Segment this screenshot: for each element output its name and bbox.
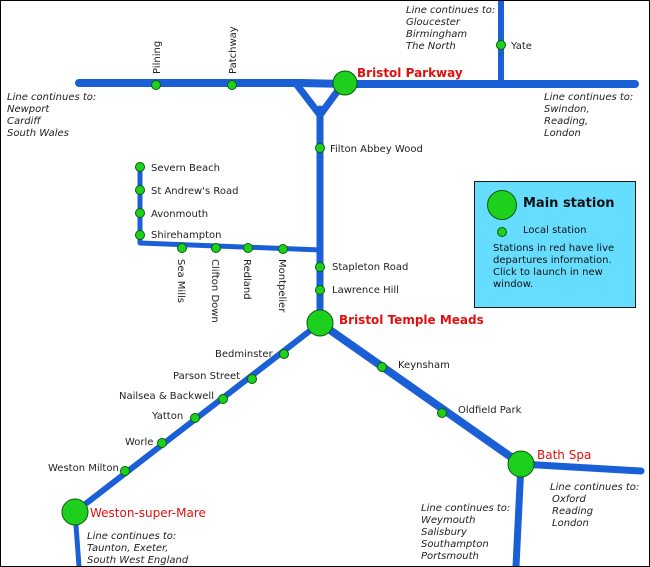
station-dot-oldfield-park — [437, 408, 447, 418]
station-dot-st-andrews-road — [135, 185, 145, 195]
continuation-bath-east-line-2: Oxford — [552, 494, 587, 505]
continuation-west-line-3: Cardiff — [7, 116, 42, 127]
continuation-bath-south-line-5: Portsmouth — [421, 551, 479, 562]
station-label-weston-milton: Weston Milton — [48, 463, 119, 474]
station-dot-filton-abbey-wood — [315, 143, 325, 153]
main-label-bristol-temple-meads[interactable]: Bristol Temple Meads — [339, 313, 484, 327]
continuation-east-line-1: Line continues to: — [544, 92, 633, 103]
continuation-bath-south-line-4: Southampton — [421, 539, 489, 550]
station-dot-shirehampton — [135, 230, 145, 240]
station-label-st-andrews-road: St Andrew's Road — [151, 186, 238, 197]
station-dot-lawrence-hill — [315, 285, 325, 295]
main-label-weston-super-mare[interactable]: Weston-super-Mare — [90, 506, 206, 520]
station-dot-worle — [157, 438, 167, 448]
station-label-oldfield-park: Oldfield Park — [458, 405, 522, 416]
continuation-weston-south-line-3: South West England — [87, 555, 189, 566]
station-label-severn-beach: Severn Beach — [151, 163, 220, 174]
continuation-west-line-1: Line continues to: — [7, 92, 96, 103]
main-station-labels: Bristol Parkway Bristol Temple Meads Bat… — [90, 66, 591, 520]
station-label-pilning: Pilning — [152, 41, 163, 74]
legend-main-label: Main station — [523, 196, 615, 211]
station-label-stapleton-road: Stapleton Road — [332, 262, 408, 273]
station-label-avonmouth: Avonmouth — [151, 209, 208, 220]
continuation-bath-east-line-1: Line continues to: — [550, 482, 639, 493]
continuation-north-line-4: The North — [406, 41, 456, 52]
main-station-bristol-parkway[interactable] — [332, 70, 358, 96]
station-dot-redland — [243, 243, 253, 253]
station-label-bedminster: Bedminster — [215, 349, 274, 360]
legend-note: Stations in red have live departures inf… — [493, 243, 615, 290]
line-bath-east — [517, 460, 645, 475]
continuation-bath-east-line-3: Reading — [552, 506, 593, 517]
station-label-filton-abbey-wood: Filton Abbey Wood — [330, 144, 423, 155]
station-dot-bedminster — [279, 349, 289, 359]
station-dot-sea-mills — [177, 243, 187, 253]
continuation-bath-south-line-1: Line continues to: — [421, 503, 510, 514]
station-label-parson-street: Parson Street — [173, 371, 240, 382]
continuation-weston-south: Line continues to: Taunton, Exeter, Sout… — [87, 531, 189, 566]
continuation-west: Line continues to: Newport Cardiff South… — [7, 92, 96, 139]
line-bath-south — [512, 460, 525, 566]
station-dot-yatton — [190, 413, 200, 423]
continuation-north-line-1: Line continues to: — [406, 5, 495, 16]
legend-main-station-icon — [487, 190, 517, 220]
continuation-west-line-2: Newport — [7, 104, 50, 115]
map-legend: Main station Local station Stations in r… — [474, 181, 636, 308]
main-station-bath-spa[interactable] — [507, 450, 535, 478]
legend-local-label: Local station — [523, 225, 587, 236]
continuation-bath-south: Line continues to: Weymouth Salisbury So… — [421, 503, 510, 562]
line-bath — [316, 319, 525, 468]
station-label-clifton-down: Clifton Down — [209, 259, 220, 323]
continuation-north: Line continues to: Gloucester Birmingham… — [406, 5, 495, 52]
station-dot-montpelier — [278, 244, 288, 254]
continuation-bath-east: Line continues to: Oxford Reading London — [550, 482, 639, 529]
station-dot-yate — [496, 40, 506, 50]
continuation-north-line-3: Birmingham — [406, 29, 467, 40]
legend-local-station-icon — [497, 227, 507, 237]
station-label-worle: Worle — [125, 437, 153, 448]
main-station-bristol-temple-meads[interactable] — [306, 309, 334, 337]
local-station-dots — [120, 40, 506, 476]
main-label-bristol-parkway[interactable]: Bristol Parkway — [357, 66, 463, 80]
station-label-montpelier: Montpelier — [276, 259, 287, 313]
main-station-dots — [61, 70, 535, 526]
station-label-yate: Yate — [510, 41, 532, 52]
continuation-east: Line continues to: Swindon, Reading, Lon… — [544, 92, 633, 139]
station-dot-parson-street — [247, 374, 257, 384]
station-label-patchway: Patchway — [228, 26, 239, 74]
continuation-weston-south-line-1: Line continues to: — [87, 531, 176, 542]
continuation-bath-south-line-2: Weymouth — [421, 515, 475, 526]
station-label-sea-mills: Sea Mills — [175, 259, 186, 303]
continuation-bath-east-line-4: London — [552, 518, 589, 529]
main-station-weston-super-mare[interactable] — [61, 498, 89, 526]
station-label-keynsham: Keynsham — [398, 360, 450, 371]
continuation-east-line-2: Swindon, — [544, 104, 590, 115]
station-label-redland: Redland — [241, 259, 252, 300]
station-label-nailsea-backwell: Nailsea & Backwell — [119, 391, 214, 402]
continuation-weston-south-line-2: Taunton, Exeter, — [87, 543, 168, 554]
line-south-wales-main — [75, 79, 639, 88]
station-dot-severn-beach — [135, 162, 145, 172]
station-dot-weston-milton — [120, 466, 130, 476]
main-label-bath-spa[interactable]: Bath Spa — [537, 448, 591, 462]
station-dot-clifton-down — [211, 243, 221, 253]
station-dot-stapleton-road — [315, 262, 325, 272]
station-dot-keynsham — [377, 362, 387, 372]
continuation-east-line-3: Reading, — [544, 116, 588, 127]
continuation-bath-south-line-3: Salisbury — [421, 527, 468, 538]
station-label-shirehampton: Shirehampton — [151, 230, 221, 241]
continuation-north-line-2: Gloucester — [406, 17, 461, 28]
station-dot-patchway — [227, 80, 237, 90]
station-label-lawrence-hill: Lawrence Hill — [332, 285, 399, 296]
station-dot-pilning — [151, 80, 161, 90]
continuation-east-line-4: London — [544, 128, 581, 139]
station-dot-nailsea-backwell — [218, 394, 228, 404]
continuation-west-line-4: South Wales — [7, 128, 69, 139]
station-label-yatton: Yatton — [151, 411, 183, 422]
station-dot-avonmouth — [135, 208, 145, 218]
local-station-labels: Pilning Patchway Yate Filton Abbey Wood … — [48, 26, 532, 474]
